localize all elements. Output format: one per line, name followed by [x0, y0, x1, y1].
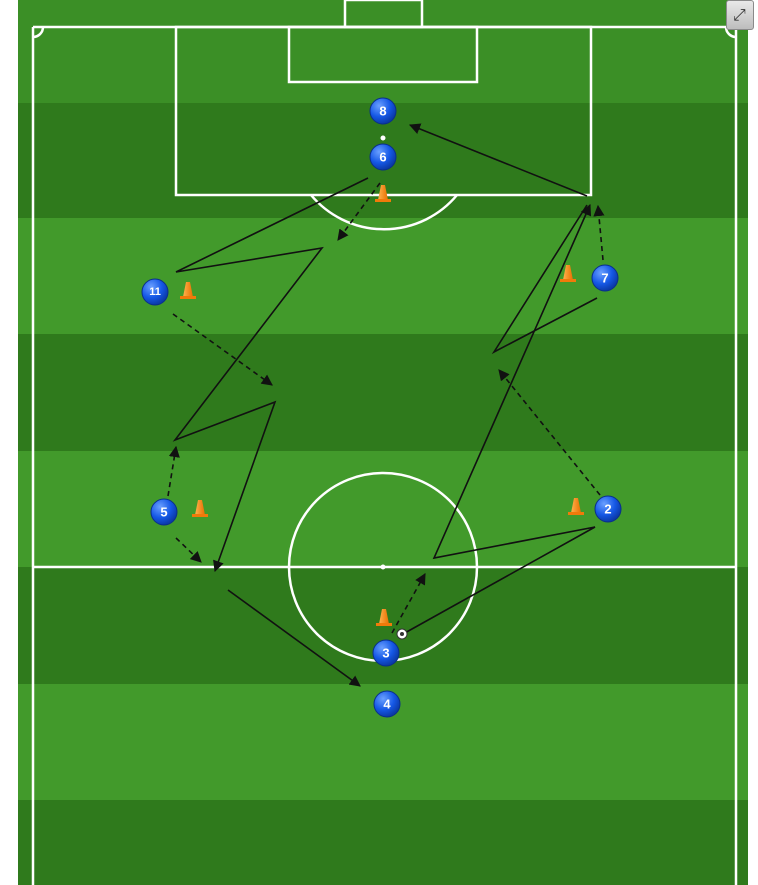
expand-icon: ⤢	[733, 5, 746, 25]
player-marker[interactable]: 6	[370, 144, 396, 170]
player-number: 8	[379, 104, 386, 119]
player-number: 5	[160, 505, 167, 520]
player-number: 7	[601, 271, 608, 286]
player-marker[interactable]: 11	[142, 279, 168, 305]
player-marker[interactable]: 3	[373, 640, 399, 666]
player-number: 2	[604, 502, 611, 517]
player-number: 4	[383, 697, 391, 712]
expand-button[interactable]: ⤢	[726, 0, 754, 30]
player-marker[interactable]: 2	[595, 496, 621, 522]
centre-spot	[381, 565, 386, 570]
penalty-spot	[381, 136, 386, 141]
player-number: 11	[149, 286, 161, 298]
player-number: 3	[382, 646, 389, 661]
player-marker[interactable]: 7	[592, 265, 618, 291]
grass-stripes	[18, 0, 748, 885]
ball-icon	[397, 629, 407, 639]
player-marker[interactable]: 8	[370, 98, 396, 124]
player-number: 6	[379, 150, 386, 165]
player-marker[interactable]: 5	[151, 499, 177, 525]
player-marker[interactable]: 4	[374, 691, 400, 717]
